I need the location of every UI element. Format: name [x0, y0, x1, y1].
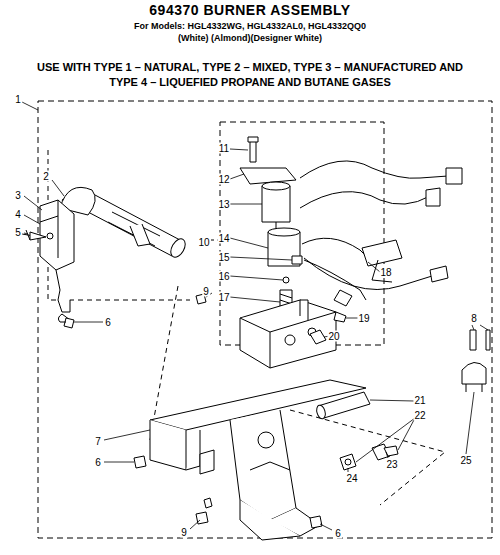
callout-number: 6	[94, 457, 102, 468]
callout-number: 9	[180, 527, 188, 538]
gas-valve	[240, 137, 336, 368]
callout-number: 2	[42, 171, 50, 182]
callout-number: 14	[217, 233, 230, 244]
header-note: (White) (Almond)(Designer White)	[15, 32, 485, 44]
leader-lines	[22, 102, 488, 530]
callout-number: 25	[459, 455, 472, 466]
burner-tube	[60, 187, 188, 259]
callout-number: 7	[94, 436, 102, 447]
callout-number: 5	[14, 227, 22, 238]
diagram-title: 694370 BURNER ASSEMBLY	[10, 3, 490, 18]
mounting-bracket	[22, 200, 74, 322]
callout-number: 6	[104, 317, 112, 328]
callout-number: 10	[197, 237, 210, 248]
callout-number: 4	[14, 209, 22, 220]
callout-number: 23	[385, 459, 398, 470]
valve-group-boundary	[220, 122, 384, 345]
callout-number: 3	[14, 190, 22, 201]
callout-number: 21	[413, 395, 426, 406]
orifice-parts	[315, 392, 398, 470]
callout-number: 12	[217, 174, 230, 185]
callout-number: 8	[470, 313, 478, 324]
callout-number: 9	[202, 286, 210, 297]
callout-number: 22	[413, 410, 426, 421]
callout-number: 11	[218, 143, 230, 154]
callout-number: 16	[217, 271, 230, 282]
callout-number: 19	[357, 313, 370, 324]
header-note: For Models: HGL4332WG, HGL4332AL0, HGL43…	[15, 20, 485, 32]
callout-number: 18	[379, 267, 392, 278]
screws-clamp	[462, 330, 490, 392]
callout-number: 24	[345, 473, 358, 484]
assembly-boundary	[38, 101, 492, 538]
callout-number: 17	[217, 292, 230, 303]
callout-number: 6	[334, 528, 342, 539]
callout-number: 1	[14, 94, 22, 105]
callout-number: 20	[327, 331, 340, 342]
callout-number: 15	[217, 252, 230, 263]
wire-harness	[300, 161, 462, 306]
header-note: USE WITH TYPE 1 – NATURAL, TYPE 2 – MIXE…	[28, 60, 473, 90]
callout-number: 13	[217, 199, 230, 210]
